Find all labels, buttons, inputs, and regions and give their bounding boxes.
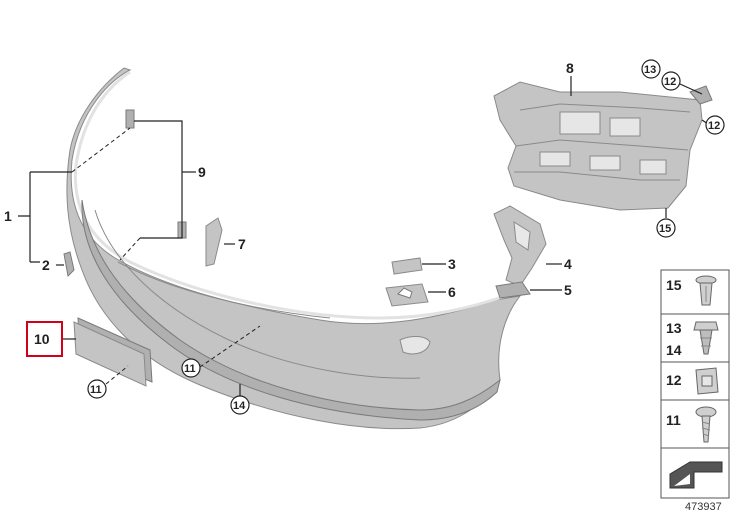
callout-15[interactable]: 15 [656,218,676,238]
part-6-holder[interactable] [385,283,429,307]
legend-row-11[interactable]: 11 [666,406,717,443]
svg-text:1: 1 [4,208,12,224]
svg-text:10: 10 [34,331,50,347]
part-7-bracket[interactable] [205,217,223,267]
svg-text:4: 4 [564,256,572,272]
callout-13[interactable]: 13 [641,59,661,79]
svg-text:7: 7 [238,236,246,252]
callout-1[interactable]: 1 [4,208,12,224]
push-rivet-icon [695,275,717,306]
callout-14[interactable]: 14 [230,395,250,415]
callout-7[interactable]: 7 [238,236,246,252]
diagram-arrow-icon [669,461,723,489]
callout-5[interactable]: 5 [564,282,572,298]
svg-text:14: 14 [666,342,682,358]
legend-row-13-14[interactable]: 13 14 [666,320,719,358]
svg-text:473937: 473937 [685,501,722,513]
svg-text:12: 12 [664,76,676,88]
callout-6[interactable]: 6 [448,284,456,300]
callout-4[interactable]: 4 [564,256,572,272]
callout-11-cover[interactable]: 11 [181,358,201,378]
svg-text:5: 5 [564,282,572,298]
svg-text:12: 12 [666,372,682,388]
svg-text:12: 12 [708,120,720,132]
part-3-cover[interactable] [391,257,423,275]
legend-row-12[interactable]: 12 [666,367,719,395]
cover-part-2[interactable] [63,251,75,278]
diagram-number: 473937 [685,501,722,513]
svg-text:14: 14 [233,400,246,412]
svg-text:8: 8 [566,60,574,76]
side-bracket-5[interactable] [495,281,531,299]
svg-text:2: 2 [42,257,50,273]
callout-12-top[interactable]: 12 [661,71,681,91]
side-bracket-4[interactable] [493,205,547,287]
svg-text:11: 11 [666,412,681,428]
svg-text:11: 11 [184,363,196,375]
svg-text:11: 11 [90,384,102,396]
callout-2[interactable]: 2 [42,257,50,273]
screw-icon [695,406,717,443]
highlight-box [26,321,63,357]
license-plate-base[interactable] [73,317,153,387]
callout-10[interactable]: 10 [26,321,63,357]
bumper-carrier[interactable] [493,81,713,211]
svg-text:6: 6 [448,284,456,300]
svg-text:13: 13 [666,320,682,336]
svg-text:9: 9 [198,164,206,180]
svg-text:15: 15 [666,277,682,293]
clip-nut-icon [695,367,719,395]
bumper-cover[interactable] [66,67,522,430]
callout-8[interactable]: 8 [566,60,574,76]
svg-text:13: 13 [644,64,656,76]
svg-text:3: 3 [448,256,456,272]
fastener-legend: 15 13 14 12 [660,269,730,499]
callout-9[interactable]: 9 [198,164,206,180]
expanding-nut-icon [693,321,719,355]
legend-row-15[interactable]: 15 [666,275,717,306]
callout-12-right[interactable]: 12 [705,115,725,135]
callout-3[interactable]: 3 [448,256,456,272]
bracket-upper-left[interactable] [125,109,135,129]
leader-lines [18,76,709,396]
svg-text:15: 15 [659,223,671,235]
callout-11-plate[interactable]: 11 [87,379,107,399]
